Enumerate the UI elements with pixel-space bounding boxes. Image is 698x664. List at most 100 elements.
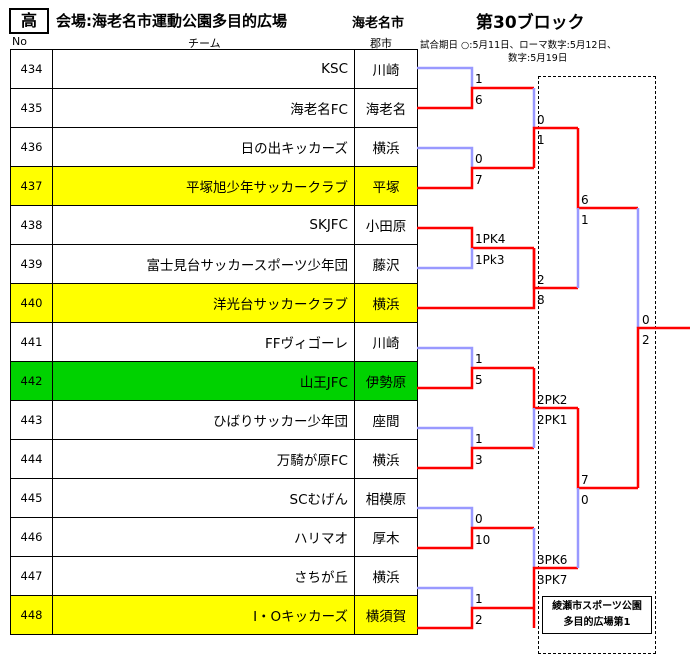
score-label: 2PK1 <box>537 413 568 427</box>
bracket-dashed-frame <box>538 76 656 654</box>
score-label: 1 <box>475 72 483 86</box>
team-city: 横浜 <box>354 439 418 479</box>
score-label: 7 <box>475 173 483 187</box>
score-label: 3PK7 <box>537 573 568 587</box>
score-label: 2 <box>475 613 483 627</box>
team-no: 442 <box>10 361 53 401</box>
team-city: 平塚 <box>354 166 418 206</box>
bracket-line-lose <box>417 346 474 368</box>
team-city: 海老名 <box>354 88 418 128</box>
schedule-note-line1: 試合期日 ○:5月11日、ローマ数字:5月12日、 <box>420 40 617 51</box>
team-name: 日の出キッカーズ <box>52 127 355 167</box>
team-name: 山王JFC <box>52 361 355 401</box>
score-label: 1 <box>475 432 483 446</box>
bracket-line-win <box>417 606 534 630</box>
score-label: 6 <box>475 93 483 107</box>
score-label: 6 <box>581 193 589 207</box>
score-label: 5 <box>475 373 483 387</box>
bracket-line-win <box>417 226 534 250</box>
score-label: 1Pk3 <box>475 253 505 267</box>
team-city: 川崎 <box>354 322 418 362</box>
score-label: 2 <box>537 273 545 287</box>
team-name: 平塚旭少年サッカークラブ <box>52 166 355 206</box>
team-no: 434 <box>10 49 53 89</box>
team-city: 横須賀 <box>354 595 418 635</box>
score-label: 10 <box>475 533 491 547</box>
venue-box: 綾瀬市スポーツ公園 多目的広場第1 <box>542 596 652 634</box>
team-city: 相模原 <box>354 478 418 518</box>
bracket-line-lose <box>417 506 474 528</box>
score-label: 3PK6 <box>537 553 568 567</box>
schedule-note-line2: 数字:5月19日 <box>508 53 568 64</box>
column-header-no: No <box>12 35 27 48</box>
team-city: 横浜 <box>354 127 418 167</box>
team-name: I・Oキッカーズ <box>52 595 355 635</box>
team-name: ひばりサッカー少年団 <box>52 400 355 440</box>
bracket-line-win <box>532 248 578 290</box>
bracket-line-lose <box>417 248 474 270</box>
score-label: 2 <box>642 333 650 347</box>
table-header: No チーム 郡市 <box>10 35 416 50</box>
block-title: 第30ブロック <box>476 13 585 33</box>
venue-city: 海老名市 <box>352 16 405 31</box>
bracket-line-lose <box>417 426 474 448</box>
bracket-line-win <box>417 526 534 550</box>
team-no: 446 <box>10 517 53 557</box>
column-header-team: チーム <box>188 37 221 50</box>
score-label: 0 <box>642 313 650 327</box>
score-label: 1PK4 <box>475 232 506 246</box>
team-name: 海老名FC <box>52 88 355 128</box>
score-label: 1 <box>475 592 483 606</box>
venue-box-line1: 綾瀬市スポーツ公園 <box>552 601 642 612</box>
score-label: 1 <box>581 213 589 227</box>
team-city: 小田原 <box>354 205 418 245</box>
bracket-line-win <box>636 326 690 488</box>
team-city: 藤沢 <box>354 244 418 284</box>
bracket-line-win <box>417 446 534 470</box>
team-name: SKJFC <box>52 205 355 245</box>
bracket-line-lose <box>417 66 474 88</box>
bracket-line-lose <box>417 586 474 608</box>
team-no: 444 <box>10 439 53 479</box>
score-label: 1 <box>537 133 545 147</box>
score-label: 3 <box>475 453 483 467</box>
team-no: 445 <box>10 478 53 518</box>
score-label: 8 <box>537 293 545 307</box>
score-label: 7 <box>581 473 589 487</box>
team-name: KSC <box>52 49 355 89</box>
team-no: 443 <box>10 400 53 440</box>
score-label: 0 <box>475 152 483 166</box>
grade-badge: 高 <box>9 8 49 34</box>
score-label: 0 <box>537 113 545 127</box>
team-no: 440 <box>10 283 53 323</box>
score-label: 0 <box>475 512 483 526</box>
bracket-line-win <box>532 126 578 168</box>
score-label: 1 <box>475 352 483 366</box>
bracket-line-lose <box>417 146 474 168</box>
bracket-line-win <box>417 166 534 190</box>
bracket-line-win <box>417 86 534 110</box>
venue-box-line2: 多目的広場第1 <box>563 617 631 628</box>
team-name: SCむげん <box>52 478 355 518</box>
team-name: ハリマオ <box>52 517 355 557</box>
bracket-line-win <box>532 566 578 628</box>
score-label: 2PK2 <box>537 393 568 407</box>
column-header-city: 郡市 <box>370 37 392 50</box>
team-name: 万騎が原FC <box>52 439 355 479</box>
score-label: 0 <box>581 493 589 507</box>
bracket-line-win <box>417 366 534 390</box>
team-no: 437 <box>10 166 53 206</box>
team-no: 447 <box>10 556 53 596</box>
